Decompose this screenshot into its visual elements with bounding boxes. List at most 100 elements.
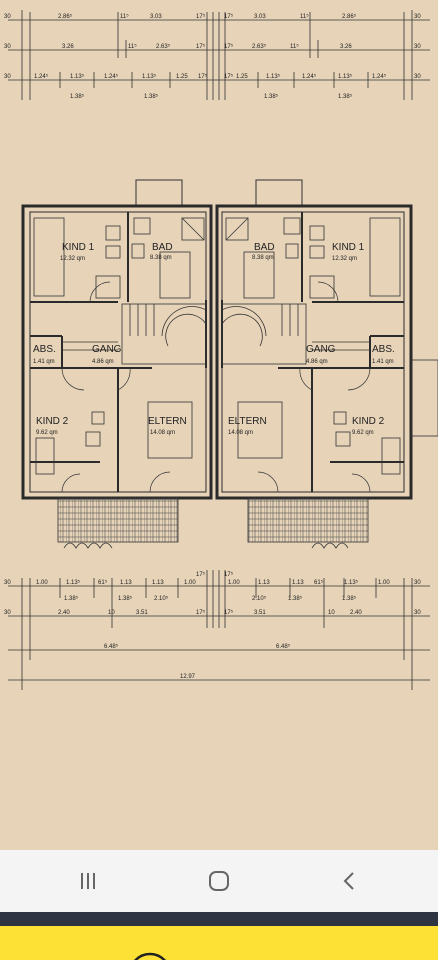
dim-top-r3-2: 1.13⁵ (70, 73, 85, 80)
dim-bot-r1-12: 61⁵ (314, 579, 324, 586)
interior-walls-right (221, 212, 404, 492)
dim-top-r3-5: 1.25 (176, 74, 188, 80)
room-gang-right: GANG (306, 344, 336, 355)
dim-bot-r1-10: 1.13 (258, 580, 270, 586)
android-navigation-bar (0, 850, 438, 912)
dim-bot-r2-6: 3.51 (254, 610, 266, 616)
dim-bot-r3-0: 6.48⁵ (104, 643, 119, 650)
dim-bot-r2-5: 17⁵ (224, 609, 234, 616)
dim-bot-r1-1: 1.00 (36, 580, 48, 586)
room-bad-right: BAD (254, 242, 275, 253)
dim-top-r3-7: 17⁵ (224, 73, 234, 80)
dim-top-r1-1: 2.86⁵ (58, 13, 73, 20)
dim-top-r3-3: 1.24⁵ (104, 73, 119, 80)
dim-top-r3-sub-1: 1.38⁵ (144, 93, 159, 100)
room-abs-left-area: 1.41 qm (33, 359, 55, 365)
room-abs-right-area: 1.41 qm (372, 359, 394, 365)
floor-plan-drawing: 30 2.86⁵ 11⁵ 3.03 17⁵ 17⁵ 3.03 11⁵ 2.86⁵… (4, 10, 438, 690)
dim-top-r2-7: 11⁵ (290, 43, 299, 50)
dim-top-r2-8: 3.26 (340, 44, 352, 50)
dim-bot-r1-2: 1.13⁵ (66, 579, 81, 586)
dim-bot-r1-14: 1.00 (378, 580, 390, 586)
dim-top-r3-12: 1.24⁵ (372, 73, 387, 80)
door-swings (61, 281, 371, 493)
room-kind2-left-area: 9.62 qm (36, 430, 58, 436)
dim-top-r2-1: 3.26 (62, 44, 74, 50)
room-eltern-left-area: 14.08 qm (150, 430, 175, 436)
dim-bot-r1-9: 1.00 (228, 580, 240, 586)
dim-top-r1-7: 11⁵ (300, 13, 309, 20)
stairs (62, 303, 370, 365)
back-icon (343, 872, 354, 890)
room-kind1-left-area: 12.32 qm (60, 256, 85, 262)
room-bad-right-area: 8.38 qm (252, 255, 274, 261)
dim-top-r3-1: 1.24⁵ (34, 73, 49, 80)
dim-top-r2-2: 11⁵ (128, 43, 137, 50)
dim-bot-r2-2: 10 (108, 610, 115, 616)
furniture-right (225, 217, 401, 475)
terrace-paving (57, 497, 369, 543)
room-gang-right-area: 4.86 qm (306, 359, 328, 365)
dim-top-r3-sub-0: 1.38⁵ (70, 93, 85, 100)
room-kind1-left: KIND 1 (62, 242, 95, 253)
recent-apps-button[interactable] (58, 858, 118, 904)
dim-top-r1-3: 3.03 (150, 14, 162, 20)
dim-bot-r1-13: 1.13⁵ (344, 579, 359, 586)
dim-top-r2-0: 30 (4, 44, 11, 50)
room-abs-left: ABS. (33, 344, 56, 355)
room-kind1-right-area: 12.32 qm (332, 256, 357, 262)
dim-top-r3-0: 30 (4, 74, 11, 80)
dim-top-r1-0: 30 (4, 14, 11, 20)
dim-bot-r1-15: 30 (414, 580, 421, 586)
dim-top-r2-5: 17⁵ (224, 43, 234, 50)
home-button[interactable] (189, 858, 249, 904)
bottom-yellow-banner (0, 926, 438, 960)
dim-bot-r2-0: 30 (4, 610, 11, 616)
home-icon (209, 871, 229, 891)
top-dimension-lines (8, 10, 430, 100)
dim-top-r1-9: 30 (414, 14, 421, 20)
shrubs (63, 542, 349, 549)
room-bad-left-area: 8.38 qm (150, 255, 172, 261)
room-kind2-left: KIND 2 (36, 416, 69, 427)
room-eltern-left: ELTERN (148, 416, 187, 427)
dim-bot-r1-7: 17⁵ (196, 571, 206, 578)
back-button[interactable] (320, 858, 380, 904)
dark-divider-bar (0, 912, 438, 926)
room-kind2-right-area: 9.62 qm (352, 430, 374, 436)
dim-bot-r2-7: 10 (328, 610, 335, 616)
dim-top-r2-3: 2.63⁵ (156, 43, 171, 50)
dim-top-r2-9: 30 (414, 44, 421, 50)
dim-top-r1-6: 3.03 (254, 14, 266, 20)
dim-bot-r1-sub-2: 2.10⁵ (154, 595, 169, 602)
dim-bot-r1-sub-1: 1.38⁵ (118, 595, 133, 602)
bottom-dimension-lines (8, 570, 430, 690)
dim-top-r2-6: 2.63⁵ (252, 43, 267, 50)
dim-top-r3-6: 17⁵ (198, 73, 208, 80)
dim-top-r1-5: 17⁵ (224, 13, 234, 20)
dim-bot-r2-1: 2.40 (58, 610, 70, 616)
floor-plan: 30 2.86⁵ 11⁵ 3.03 17⁵ 17⁵ 3.03 11⁵ 2.86⁵… (4, 10, 438, 690)
dim-bot-r1-6: 1.00 (184, 580, 196, 586)
room-eltern-right-area: 14.08 qm (228, 430, 253, 436)
side-element (411, 359, 438, 437)
dim-bot-r2-8: 2.40 (350, 610, 362, 616)
dim-bot-r1-0: 30 (4, 580, 11, 586)
dim-bot-r1-sub-5: 1.38⁵ (342, 595, 357, 602)
top-bays (135, 179, 303, 207)
dim-bot-r1-8: 17⁵ (224, 571, 234, 578)
dim-bot-r1-sub-3: 2.10⁵ (252, 595, 267, 602)
dim-top-r3-9: 1.13⁵ (266, 73, 281, 80)
dim-top-r1-2: 11⁵ (120, 13, 129, 20)
room-kind2-right: KIND 2 (352, 416, 385, 427)
dim-bot-r1-5: 1.13 (152, 580, 164, 586)
dim-bot-r3-1: 6.48⁵ (276, 643, 291, 650)
dim-top-r1-8: 2.86⁵ (342, 13, 357, 20)
room-kind1-right: KIND 1 (332, 242, 365, 253)
room-gang-left: GANG (92, 344, 122, 355)
room-gang-left-area: 4.86 qm (92, 359, 114, 365)
dim-bot-r2-4: 17⁵ (196, 609, 206, 616)
dim-top-r1-4: 17⁵ (196, 13, 206, 20)
dim-bot-r1-4: 1.13 (120, 580, 132, 586)
banner-circle-icon (134, 952, 166, 960)
